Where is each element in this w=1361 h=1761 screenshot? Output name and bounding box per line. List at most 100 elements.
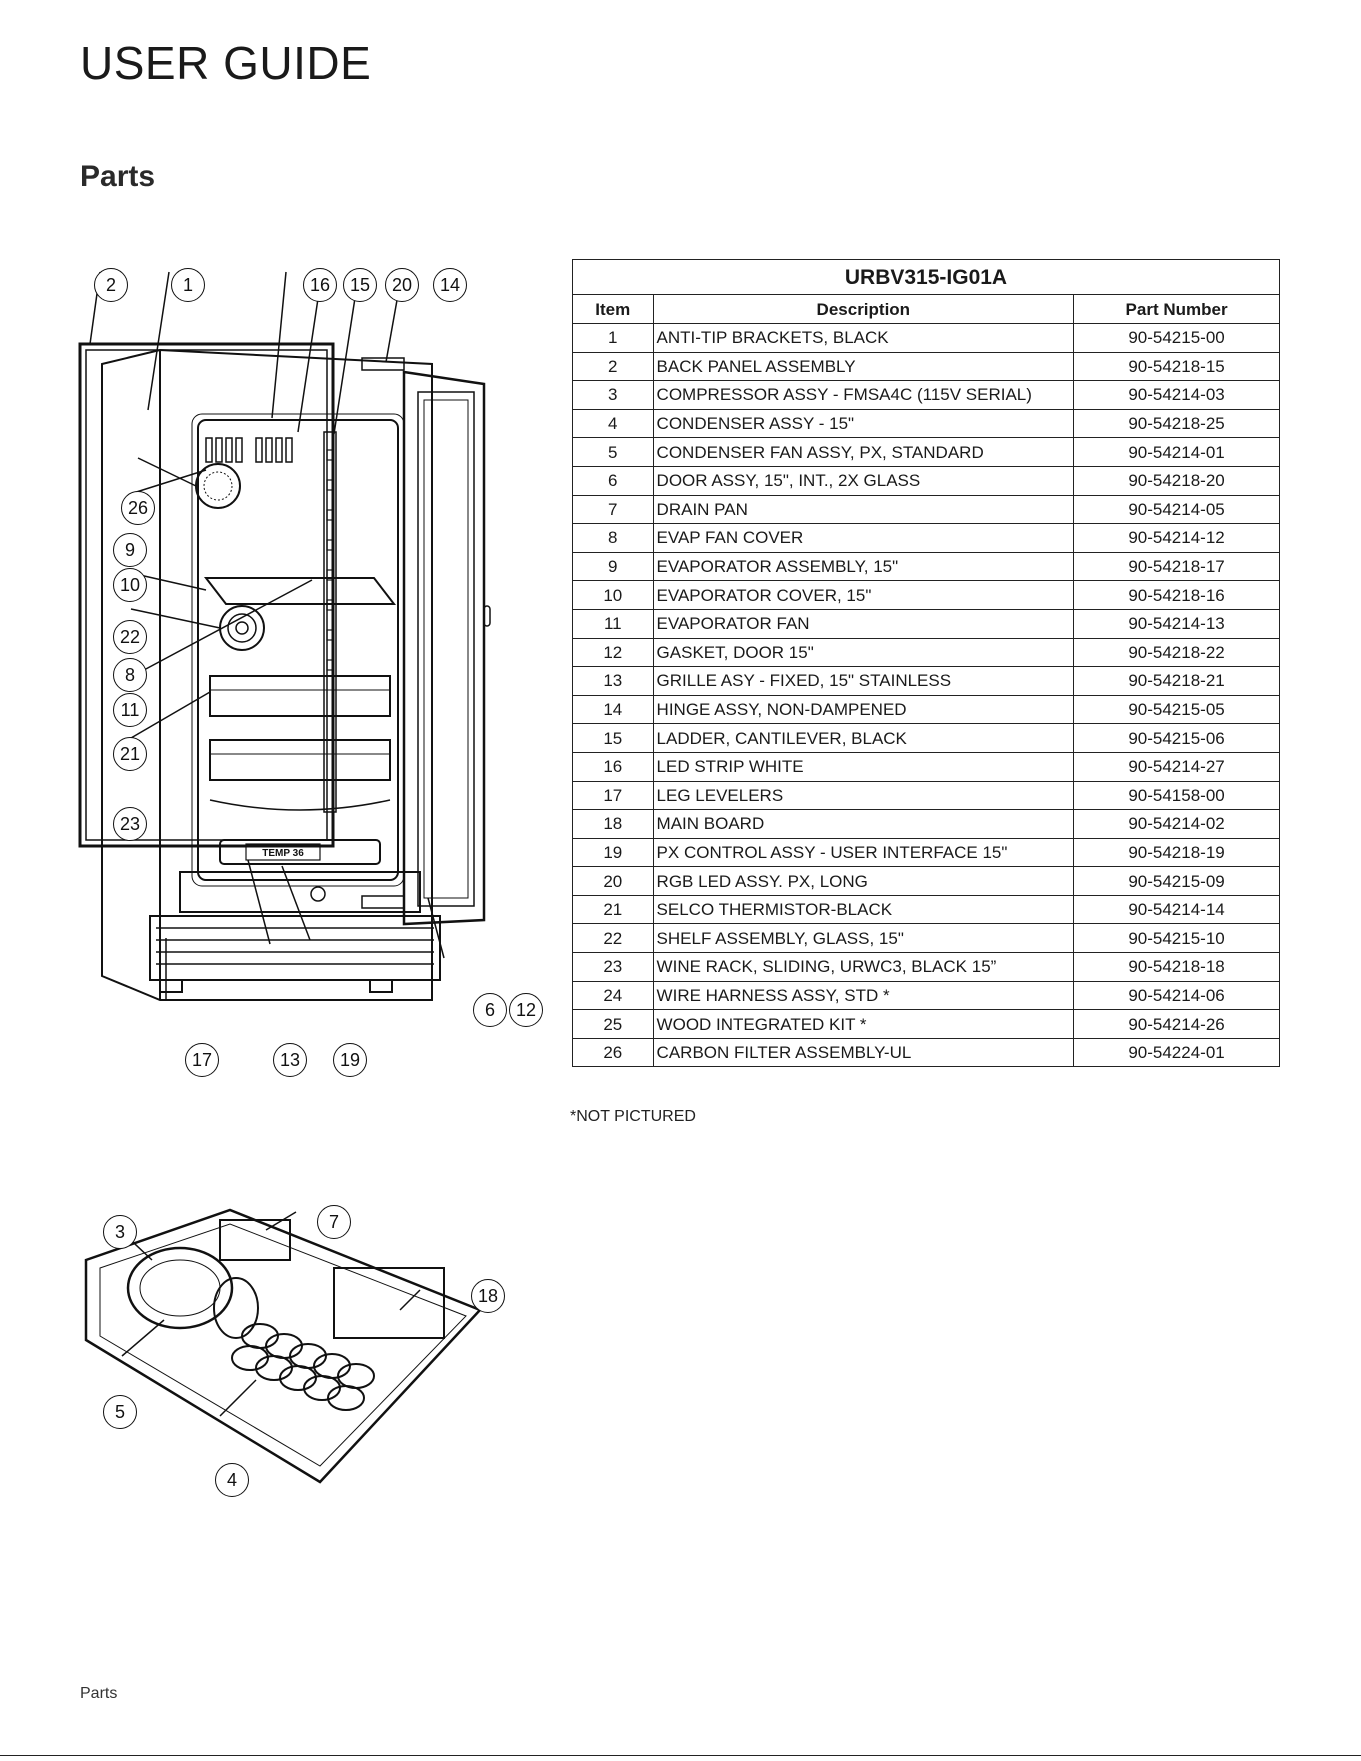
fridge-parts-diagram: TEMP 36 <box>78 271 491 1001</box>
table-cell-part-number: 90-54218-22 <box>1073 637 1280 668</box>
table-cell-item: 2 <box>572 351 654 382</box>
bottom-rule <box>0 1755 1361 1756</box>
table-cell-description: GASKET, DOOR 15" <box>652 637 1075 668</box>
table-model-title: URBV315-IG01A <box>572 259 1280 295</box>
page-footer: Parts <box>80 1685 118 1702</box>
table-cell-description: PX CONTROL ASSY - USER INTERFACE 15" <box>652 837 1075 868</box>
document-title: USER GUIDE <box>80 37 372 89</box>
table-cell-part-number: 90-54218-16 <box>1073 580 1280 610</box>
table-cell-description: BACK PANEL ASSEMBLY <box>652 351 1075 382</box>
parts-table: URBV315-IG01A Item Description Part Numb… <box>572 259 1280 1068</box>
table-cell-part-number: 90-54214-13 <box>1073 608 1280 639</box>
column-header-description: Description <box>652 294 1075 324</box>
table-cell-item: 9 <box>572 551 654 582</box>
table-cell-item: 4 <box>572 408 654 439</box>
table-cell-description: DOOR ASSY, 15", INT., 2X GLASS <box>652 465 1075 496</box>
table-cell-item: 23 <box>572 952 654 982</box>
table-cell-description: LADDER, CANTILEVER, BLACK <box>652 723 1075 753</box>
table-cell-description: LEG LEVELERS <box>652 780 1075 811</box>
table-cell-part-number: 90-54215-09 <box>1073 866 1280 896</box>
table-cell-description: LED STRIP WHITE <box>652 751 1075 782</box>
table-cell-item: 26 <box>572 1037 654 1068</box>
table-cell-item: 22 <box>572 923 654 954</box>
table-cell-description: GRILLE ASY - FIXED, 15" STAINLESS <box>652 666 1075 696</box>
table-cell-item: 13 <box>572 666 654 696</box>
column-header-item: Item <box>572 294 654 324</box>
table-cell-item: 8 <box>572 523 654 553</box>
table-cell-description: CONDENSER ASSY - 15" <box>652 408 1075 439</box>
table-cell-part-number: 90-54158-00 <box>1073 780 1280 811</box>
base-parts-diagram <box>84 1208 483 1484</box>
table-cell-item: 10 <box>572 580 654 610</box>
table-cell-part-number: 90-54215-06 <box>1073 723 1280 753</box>
table-cell-description: WIRE HARNESS ASSY, STD * <box>652 980 1075 1011</box>
table-cell-description: SELCO THERMISTOR-BLACK <box>652 894 1075 925</box>
table-cell-item: 6 <box>572 465 654 496</box>
table-cell-item: 16 <box>572 751 654 782</box>
table-cell-part-number: 90-54214-02 <box>1073 809 1280 839</box>
table-cell-description: EVAPORATOR ASSEMBLY, 15" <box>652 551 1075 582</box>
table-cell-description: EVAPORATOR FAN <box>652 608 1075 639</box>
table-cell-item: 17 <box>572 780 654 811</box>
table-cell-description: SHELF ASSEMBLY, GLASS, 15" <box>652 923 1075 954</box>
table-cell-description: HINGE ASSY, NON-DAMPENED <box>652 694 1075 725</box>
table-cell-part-number: 90-54218-19 <box>1073 837 1280 868</box>
table-cell-description: CARBON FILTER ASSEMBLY-UL <box>652 1037 1075 1068</box>
table-cell-description: DRAIN PAN <box>652 494 1075 525</box>
table-cell-item: 25 <box>572 1009 654 1039</box>
column-header-part-number: Part Number <box>1073 294 1280 324</box>
temp-display-text: TEMP 36 <box>262 848 304 859</box>
table-cell-part-number: 90-54218-18 <box>1073 952 1280 982</box>
table-cell-part-number: 90-54214-12 <box>1073 523 1280 553</box>
table-cell-description: MAIN BOARD <box>652 809 1075 839</box>
table-cell-part-number: 90-54214-14 <box>1073 894 1280 925</box>
table-cell-item: 7 <box>572 494 654 525</box>
table-cell-item: 24 <box>572 980 654 1011</box>
table-cell-description: CONDENSER FAN ASSY, PX, STANDARD <box>652 437 1075 467</box>
table-cell-part-number: 90-54215-10 <box>1073 923 1280 954</box>
table-cell-part-number: 90-54218-15 <box>1073 351 1280 382</box>
table-cell-part-number: 90-54214-03 <box>1073 380 1280 410</box>
table-cell-description: EVAP FAN COVER <box>652 523 1075 553</box>
table-cell-part-number: 90-54215-00 <box>1073 323 1280 353</box>
table-cell-part-number: 90-54218-20 <box>1073 465 1280 496</box>
table-cell-item: 21 <box>572 894 654 925</box>
table-cell-item: 1 <box>572 323 654 353</box>
table-cell-description: COMPRESSOR ASSY - FMSA4C (115V SERIAL) <box>652 380 1075 410</box>
table-cell-description: EVAPORATOR COVER, 15" <box>652 580 1075 610</box>
table-cell-part-number: 90-54215-05 <box>1073 694 1280 725</box>
table-cell-item: 14 <box>572 694 654 725</box>
table-cell-part-number: 90-54224-01 <box>1073 1037 1280 1068</box>
table-cell-part-number: 90-54218-21 <box>1073 666 1280 696</box>
table-cell-item: 19 <box>572 837 654 868</box>
table-cell-description: ANTI-TIP BRACKETS, BLACK <box>652 323 1075 353</box>
table-cell-description: WINE RACK, SLIDING, URWC3, BLACK 15” <box>652 952 1075 982</box>
table-cell-item: 5 <box>572 437 654 467</box>
table-cell-description: WOOD INTEGRATED KIT * <box>652 1009 1075 1039</box>
table-cell-part-number: 90-54214-01 <box>1073 437 1280 467</box>
table-cell-part-number: 90-54214-26 <box>1073 1009 1280 1039</box>
table-cell-description: RGB LED ASSY. PX, LONG <box>652 866 1075 896</box>
section-title: Parts <box>80 160 156 193</box>
